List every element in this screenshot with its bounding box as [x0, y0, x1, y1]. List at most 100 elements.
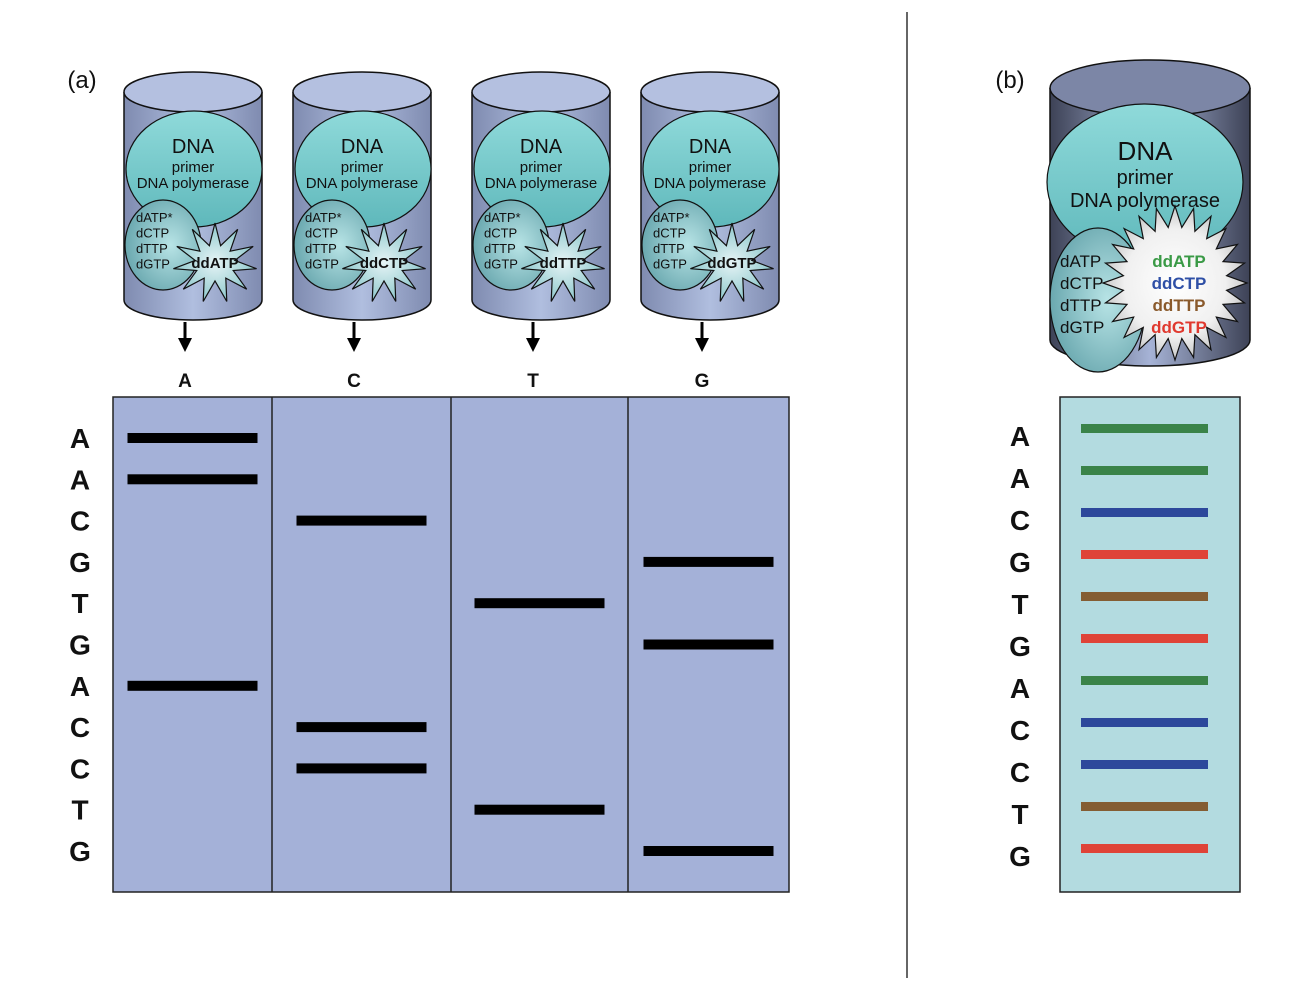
- ddntp-starburst: [1101, 204, 1249, 362]
- dntp-label: dCTP: [484, 226, 517, 241]
- gel-band-g: [643, 639, 774, 650]
- sequence-label-b: C: [1010, 715, 1030, 746]
- dntp-label: dCTP: [305, 226, 338, 241]
- panel-a-label: (a): [67, 67, 96, 94]
- dntp-label: dATP*: [653, 210, 690, 225]
- dntp-label: dGTP: [136, 257, 170, 272]
- ddntp-label: ddTTP: [540, 255, 587, 272]
- dna-label: DNA: [520, 136, 563, 158]
- gel-band-c: [296, 763, 427, 774]
- ddntp-label: ddCTP: [360, 255, 408, 272]
- gel-band-c: [1081, 508, 1208, 517]
- sequence-label-b: C: [1010, 505, 1030, 536]
- polymerase-label: DNA polymerase: [306, 175, 419, 192]
- gel-band-a: [1081, 676, 1208, 685]
- dntp-label: dTTP: [484, 241, 516, 256]
- dntp-label: dGTP: [653, 257, 687, 272]
- gel-band-g: [1081, 634, 1208, 643]
- sequence-label-a: T: [71, 588, 88, 619]
- dntp-label: dTTP: [305, 241, 337, 256]
- sequence-label-b: T: [1011, 799, 1028, 830]
- ddntp-label-ddgtp: ddGTP: [1151, 318, 1207, 337]
- dntp-label: dCTP: [1060, 274, 1103, 293]
- tube-opening: [471, 71, 611, 113]
- dntp-label: dCTP: [653, 226, 686, 241]
- dntp-label: dGTP: [484, 257, 518, 272]
- sequence-label-b: T: [1011, 589, 1028, 620]
- polymerase-label: DNA polymerase: [654, 175, 767, 192]
- gel-band-a: [1081, 424, 1208, 433]
- sequence-label-a: G: [69, 836, 91, 867]
- panel-b-label: (b): [995, 67, 1024, 94]
- dna-label: DNA: [689, 136, 732, 158]
- tube-opening: [123, 71, 263, 113]
- dntp-label: dATP: [1060, 252, 1101, 271]
- ddntp-label: ddGTP: [707, 255, 756, 272]
- ddntp-label-ddttp: ddTTP: [1153, 296, 1206, 315]
- down-arrow-icon: [178, 338, 192, 352]
- ddntp-starburst: [521, 222, 605, 302]
- dna-label: DNA: [1118, 136, 1174, 166]
- dntp-label: dTTP: [653, 241, 685, 256]
- gel-b: [1059, 396, 1241, 893]
- sequence-label-a: A: [70, 671, 90, 702]
- polymerase-label: DNA polymerase: [485, 175, 598, 192]
- sequence-label-b: G: [1009, 841, 1031, 872]
- gel-band-t: [1081, 802, 1208, 811]
- primer-label: primer: [1117, 167, 1174, 189]
- gel-band-c: [1081, 760, 1208, 769]
- dntp-label: dGTP: [305, 257, 339, 272]
- sequence-label-a: G: [69, 547, 91, 578]
- ddntp-starburst: [173, 222, 257, 302]
- lane-label-t: T: [527, 371, 539, 392]
- lane-label-a: A: [178, 371, 192, 392]
- polymerase-label: DNA polymerase: [1070, 190, 1220, 212]
- gel-band-c: [296, 515, 427, 526]
- sequence-label-a: T: [71, 795, 88, 826]
- ddntp-label-ddctp: ddCTP: [1152, 274, 1207, 293]
- gel-band-c: [1081, 718, 1208, 727]
- primer-label: primer: [172, 159, 215, 176]
- gel-band-c: [296, 722, 427, 733]
- ddntp-label: ddATP: [191, 255, 238, 272]
- sequence-label-a: G: [69, 630, 91, 661]
- down-arrow-icon: [695, 338, 709, 352]
- dna-label: DNA: [341, 136, 384, 158]
- dntp-label: dTTP: [136, 241, 168, 256]
- dntp-label: dTTP: [1060, 296, 1102, 315]
- lane-label-g: G: [695, 371, 710, 392]
- polymerase-label: DNA polymerase: [137, 175, 250, 192]
- gel-band-g: [1081, 550, 1208, 559]
- gel-band-g: [1081, 844, 1208, 853]
- sequence-label-a: C: [70, 506, 90, 537]
- sequence-label-b: A: [1010, 421, 1030, 452]
- sequence-label-b: G: [1009, 547, 1031, 578]
- primer-label: primer: [341, 159, 384, 176]
- gel-band-t: [1081, 592, 1208, 601]
- sequence-label-b: A: [1010, 463, 1030, 494]
- gel-band-a: [1081, 466, 1208, 475]
- gel-a: [112, 396, 790, 893]
- dntp-label: dATP*: [305, 210, 342, 225]
- dntp-label: dATP*: [136, 210, 173, 225]
- dna-label: DNA: [172, 136, 215, 158]
- dntp-label: dCTP: [136, 226, 169, 241]
- gel-band-g: [643, 556, 774, 567]
- tube-opening: [292, 71, 432, 113]
- down-arrow-icon: [347, 338, 361, 352]
- lane-label-c: C: [347, 371, 361, 392]
- down-arrow-icon: [526, 338, 540, 352]
- sequence-label-b: G: [1009, 631, 1031, 662]
- gel-band-a: [127, 433, 258, 443]
- sequence-label-b: C: [1010, 757, 1030, 788]
- sequence-label-b: A: [1010, 673, 1030, 704]
- dntp-label: dGTP: [1060, 318, 1104, 337]
- primer-label: primer: [520, 159, 563, 176]
- sequence-label-a: A: [70, 423, 90, 454]
